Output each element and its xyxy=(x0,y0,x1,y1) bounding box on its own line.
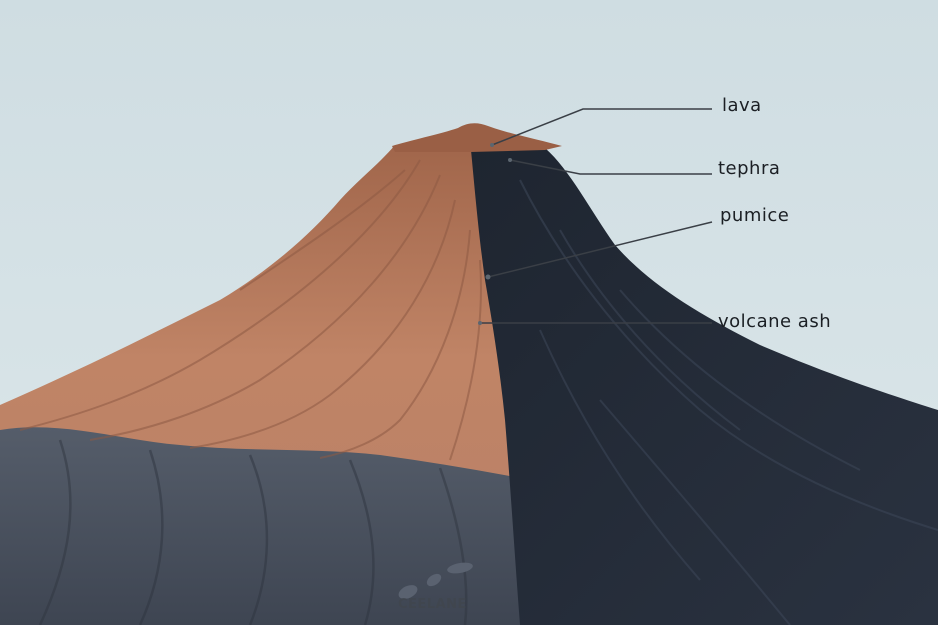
lower-slope xyxy=(0,427,560,625)
leader-lines xyxy=(480,108,713,324)
leader-line-pumice xyxy=(487,221,713,278)
wordmark: CEELANE xyxy=(398,597,467,612)
shadow-ridges xyxy=(519,179,938,625)
label-tephra: tephra xyxy=(718,158,781,179)
lower-ridges xyxy=(38,439,468,625)
leader-dots xyxy=(478,143,512,325)
leader-line-lava xyxy=(491,108,712,146)
label-lava: lava xyxy=(722,95,762,116)
summit-rim xyxy=(392,123,562,152)
lit-ridges xyxy=(19,159,482,461)
rock-cluster xyxy=(398,562,473,599)
shadow-slope xyxy=(470,140,938,625)
label-volcanic-ash: volcane ash xyxy=(718,311,832,332)
label-pumice: pumice xyxy=(720,205,790,226)
leader-line-tephra xyxy=(509,159,712,175)
